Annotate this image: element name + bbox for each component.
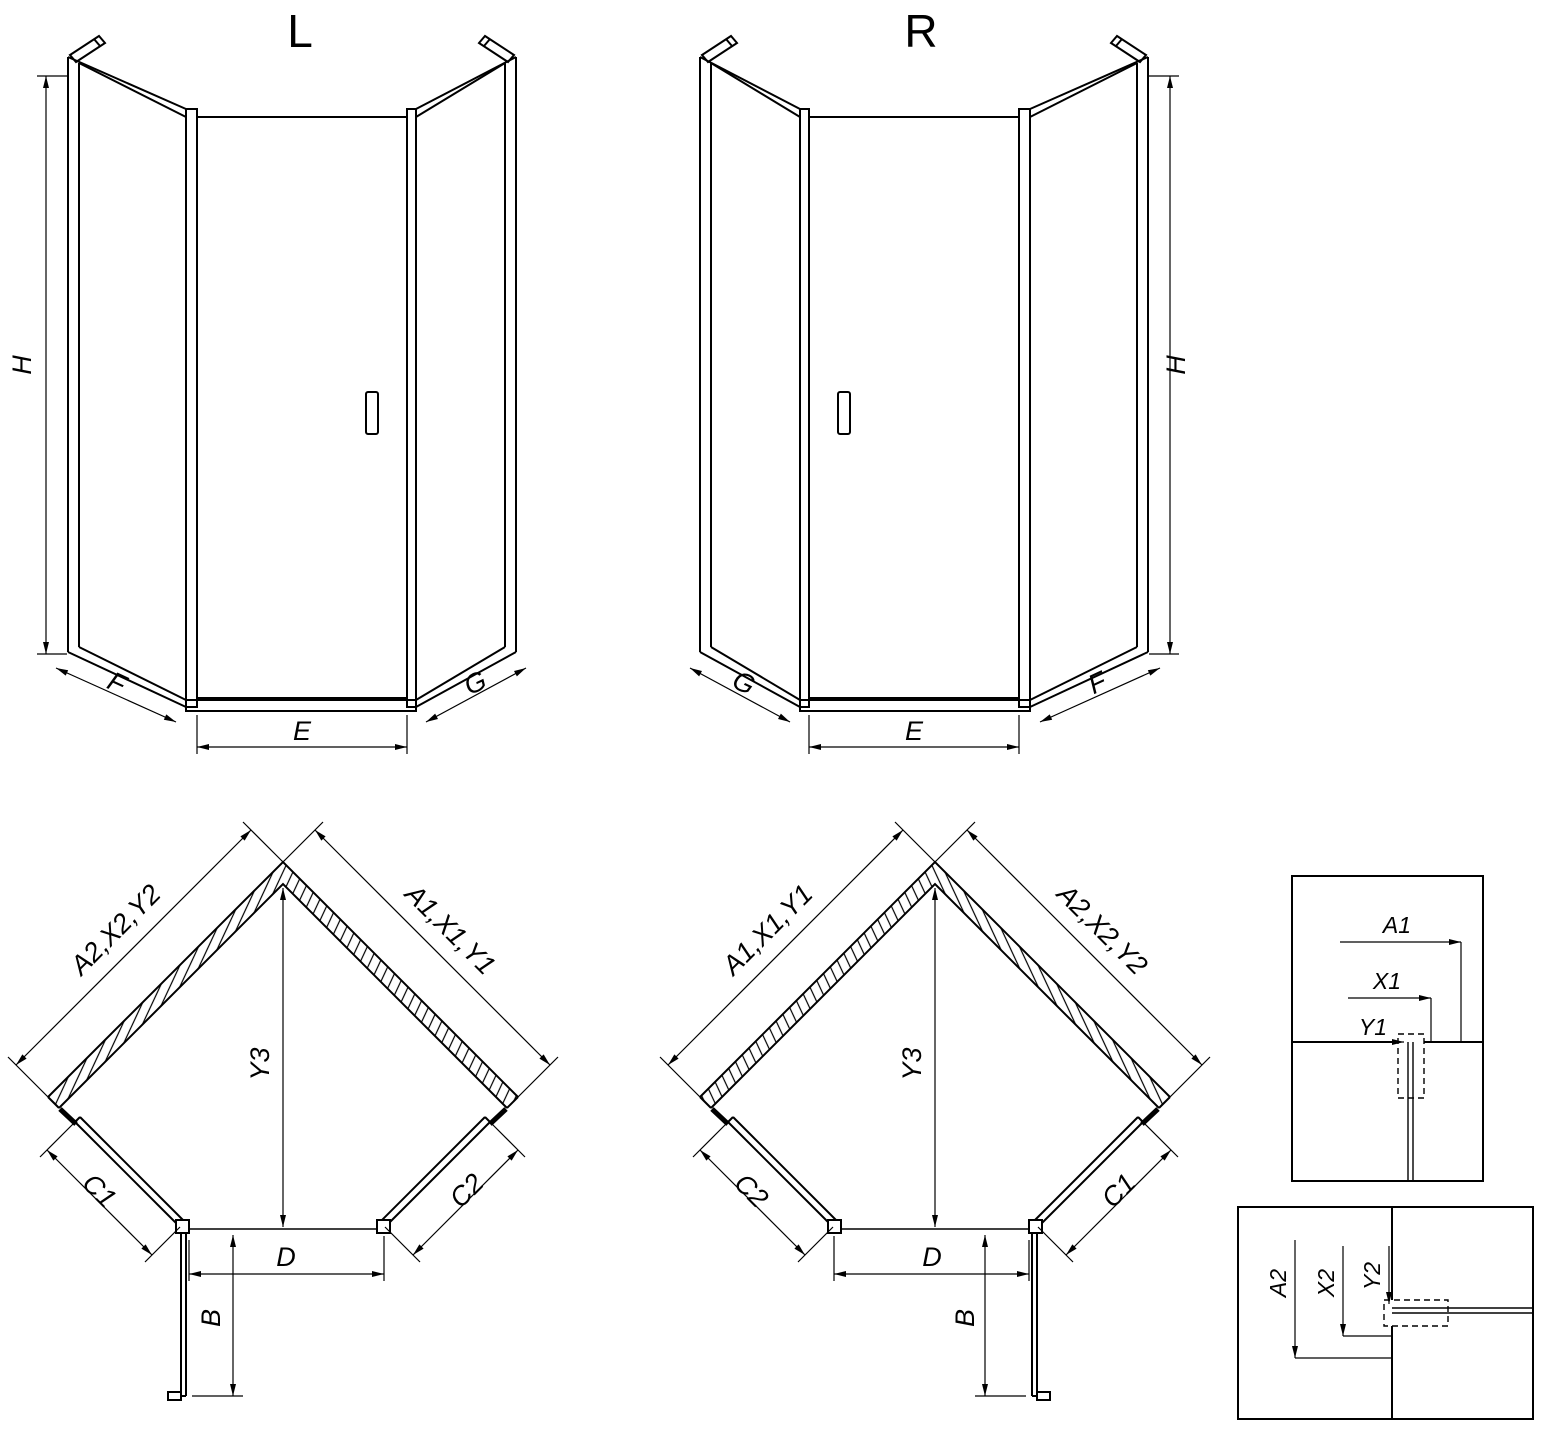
detail-frame bbox=[1291, 875, 1484, 1182]
dim-label-h: H bbox=[1161, 355, 1191, 375]
detail-box-bottom: A2 X2 Y2 bbox=[1237, 1206, 1534, 1420]
dim-label-x2: X2 bbox=[1313, 1269, 1339, 1298]
plan-view-right: A1,X1,Y1 A2,X2,Y2 Y3 C2 C1 D B bbox=[660, 822, 1210, 1400]
detail-dimension-lines bbox=[1340, 939, 1462, 1045]
front-view-left: L H F E G bbox=[7, 5, 526, 754]
dim-label-b: B bbox=[196, 1309, 226, 1327]
dim-label-a1: A1 bbox=[1381, 912, 1411, 938]
dim-label-c2: C2 bbox=[444, 1168, 490, 1214]
view-title-right: R bbox=[904, 5, 937, 57]
view-title-left: L bbox=[287, 5, 313, 57]
plan-view-left: A2,X2,Y2 A1,X1,Y1 Y3 C1 C2 D B bbox=[8, 822, 558, 1400]
dim-label-e: E bbox=[905, 716, 924, 746]
front-view-right: R G E F H bbox=[690, 5, 1191, 754]
detail-box-top: A1 X1 Y1 bbox=[1291, 875, 1484, 1182]
wall-profile-detail bbox=[1383, 1299, 1449, 1327]
dim-label-x1: X1 bbox=[1372, 968, 1401, 994]
dim-label-y3: Y3 bbox=[245, 1047, 275, 1080]
dim-label-c1: C1 bbox=[77, 1168, 123, 1214]
dim-label-d: D bbox=[922, 1242, 942, 1272]
dim-label-y1: Y1 bbox=[1359, 1014, 1387, 1040]
dim-label-a2: A2 bbox=[1265, 1269, 1291, 1299]
wall-profile-detail bbox=[1397, 1033, 1425, 1099]
dim-label-c2: C2 bbox=[729, 1168, 775, 1214]
detail-dimension-lines bbox=[1292, 1240, 1392, 1359]
dim-label-h: H bbox=[7, 355, 37, 375]
dim-label-e: E bbox=[293, 716, 312, 746]
dim-label-b: B bbox=[950, 1309, 980, 1327]
dim-label-d: D bbox=[276, 1242, 296, 1272]
dim-label-y3: Y3 bbox=[897, 1047, 927, 1080]
dim-label-y2: Y2 bbox=[1359, 1262, 1385, 1290]
dim-label-c1: C1 bbox=[1096, 1168, 1142, 1214]
